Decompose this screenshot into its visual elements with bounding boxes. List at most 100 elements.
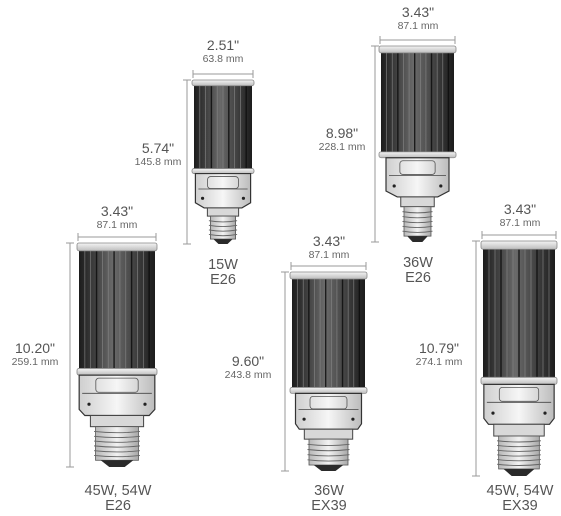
wattage-label: 36W bbox=[314, 483, 344, 499]
height-inches: 9.60" bbox=[231, 353, 265, 369]
contact-tip bbox=[213, 239, 233, 244]
screw-thread bbox=[497, 449, 541, 452]
collar bbox=[480, 376, 558, 385]
width-inches: 3.43" bbox=[503, 201, 537, 217]
screw-thread bbox=[402, 216, 433, 219]
caption-45w-54w-ex39: 45W, 54W EX39 bbox=[472, 484, 561, 514]
wattage-label: 45W, 54W bbox=[486, 483, 554, 499]
base-label: EX39 bbox=[311, 498, 347, 514]
height-millimeters: 274.1 mm bbox=[415, 356, 463, 368]
collar bbox=[289, 387, 368, 394]
housing-vent bbox=[200, 196, 205, 200]
base-label: E26 bbox=[405, 270, 431, 286]
screw-thread bbox=[497, 459, 541, 462]
top-cap bbox=[76, 242, 158, 252]
screw-thread bbox=[497, 445, 541, 448]
fin-body bbox=[381, 52, 454, 152]
height-millimeters: 145.8 mm bbox=[134, 156, 182, 168]
height-label-36w-ex39: 9.60" 243.8 mm bbox=[216, 353, 280, 382]
base-label: E26 bbox=[210, 272, 236, 288]
driver-housing bbox=[194, 172, 252, 209]
screw-thread bbox=[94, 431, 140, 434]
housing-vent bbox=[392, 184, 396, 188]
housing-vent bbox=[351, 417, 355, 421]
width-inches: 3.43" bbox=[401, 4, 435, 20]
top-cap bbox=[191, 79, 255, 87]
contact-tip bbox=[100, 460, 134, 467]
width-millimeters: 87.1 mm bbox=[308, 249, 350, 261]
fin-body bbox=[79, 250, 155, 369]
driver-housing bbox=[78, 374, 156, 417]
height-inches: 8.98" bbox=[325, 125, 359, 141]
collar bbox=[378, 151, 457, 159]
bulb-36w-e26 bbox=[371, 36, 457, 243]
driver-housing bbox=[385, 157, 450, 198]
width-inches: 3.43" bbox=[312, 233, 346, 249]
width-label-45w-54w-ex39: 3.43" 87.1 mm bbox=[482, 201, 558, 230]
neck bbox=[493, 423, 545, 437]
screw-thread bbox=[94, 450, 140, 453]
housing-vent bbox=[87, 402, 91, 406]
height-label-45w-54w-e26: 10.20" 259.1 mm bbox=[2, 340, 68, 369]
bulb-15w bbox=[183, 70, 255, 245]
screw-thread bbox=[497, 463, 541, 466]
top-cap bbox=[289, 271, 368, 280]
contact-tip bbox=[407, 236, 428, 242]
wattage-label: 15W bbox=[208, 257, 238, 273]
driver-housing bbox=[483, 383, 555, 425]
screw-thread bbox=[402, 230, 433, 233]
width-inches: 2.51" bbox=[206, 37, 240, 53]
height-inches: 10.20" bbox=[14, 340, 55, 356]
screw-thread bbox=[208, 234, 238, 237]
screw-base bbox=[403, 206, 432, 237]
height-label-45w-54w-ex39: 10.79" 274.1 mm bbox=[406, 340, 472, 369]
neck bbox=[89, 414, 145, 428]
screw-thread bbox=[208, 229, 238, 232]
neck bbox=[400, 196, 435, 208]
caption-36w-e26: 36W E26 bbox=[380, 256, 456, 286]
housing-panel bbox=[95, 377, 139, 393]
screw-thread bbox=[307, 454, 350, 457]
bulb-45w-54w-e26 bbox=[66, 233, 158, 468]
screw-thread bbox=[94, 455, 140, 458]
housing-vent bbox=[302, 417, 306, 421]
screw-thread bbox=[402, 225, 433, 229]
driver-housing bbox=[294, 392, 363, 430]
contact-tip bbox=[503, 468, 535, 476]
base-label: EX39 bbox=[502, 498, 538, 514]
screw-thread bbox=[94, 445, 140, 448]
neck bbox=[303, 428, 354, 440]
width-millimeters: 87.1 mm bbox=[499, 217, 541, 229]
height-label-36w-e26: 8.98" 228.1 mm bbox=[310, 125, 374, 154]
height-millimeters: 228.1 mm bbox=[318, 141, 366, 153]
contact-tip bbox=[313, 465, 344, 471]
height-millimeters: 243.8 mm bbox=[224, 369, 272, 381]
top-cap bbox=[480, 240, 558, 250]
width-inches: 3.43" bbox=[100, 203, 134, 219]
width-label-36w-e26: 3.43" 87.1 mm bbox=[380, 4, 456, 33]
screw-thread bbox=[402, 211, 433, 214]
height-inches: 5.74" bbox=[141, 140, 175, 156]
screw-thread bbox=[208, 224, 238, 228]
height-label-15w: 5.74" 145.8 mm bbox=[130, 140, 186, 169]
screw-thread bbox=[402, 220, 433, 224]
screw-thread bbox=[497, 440, 541, 443]
base-label: E26 bbox=[105, 498, 131, 514]
housing-panel bbox=[498, 386, 540, 402]
housing-vent bbox=[439, 184, 443, 188]
collar bbox=[191, 168, 255, 174]
caption-15w: 15W E26 bbox=[188, 258, 258, 288]
height-inches: 10.79" bbox=[418, 340, 459, 356]
fin-body bbox=[292, 278, 365, 388]
screw-thread bbox=[94, 435, 140, 438]
screw-thread bbox=[94, 440, 140, 443]
width-label-45w-54w-e26: 3.43" 87.1 mm bbox=[78, 203, 156, 232]
housing-panel bbox=[207, 176, 239, 189]
housing-vent bbox=[241, 196, 246, 200]
housing-panel bbox=[399, 160, 436, 175]
caption-45w-54w-e26: 45W, 54W E26 bbox=[70, 484, 166, 514]
width-label-15w: 2.51" 63.8 mm bbox=[188, 37, 258, 66]
caption-36w-ex39: 36W EX39 bbox=[291, 484, 367, 514]
